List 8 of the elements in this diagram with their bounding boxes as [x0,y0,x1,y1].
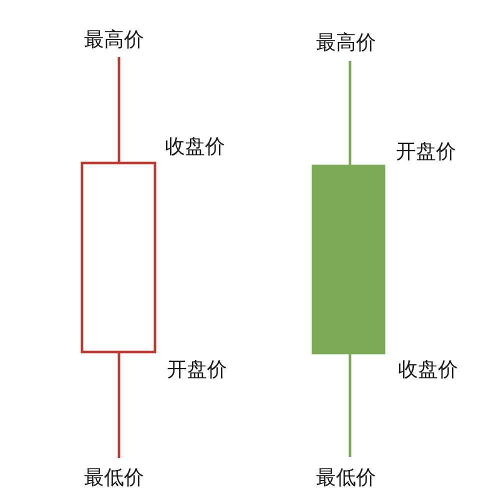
price-label: 开盘价 [396,140,456,162]
price-label: 最高价 [316,31,376,53]
price-label: 最低价 [84,466,144,488]
price-label: 开盘价 [167,358,227,380]
price-label: 收盘价 [398,358,458,380]
price-label: 最低价 [316,466,376,488]
price-label: 收盘价 [165,135,225,157]
price-label: 最高价 [84,28,144,50]
